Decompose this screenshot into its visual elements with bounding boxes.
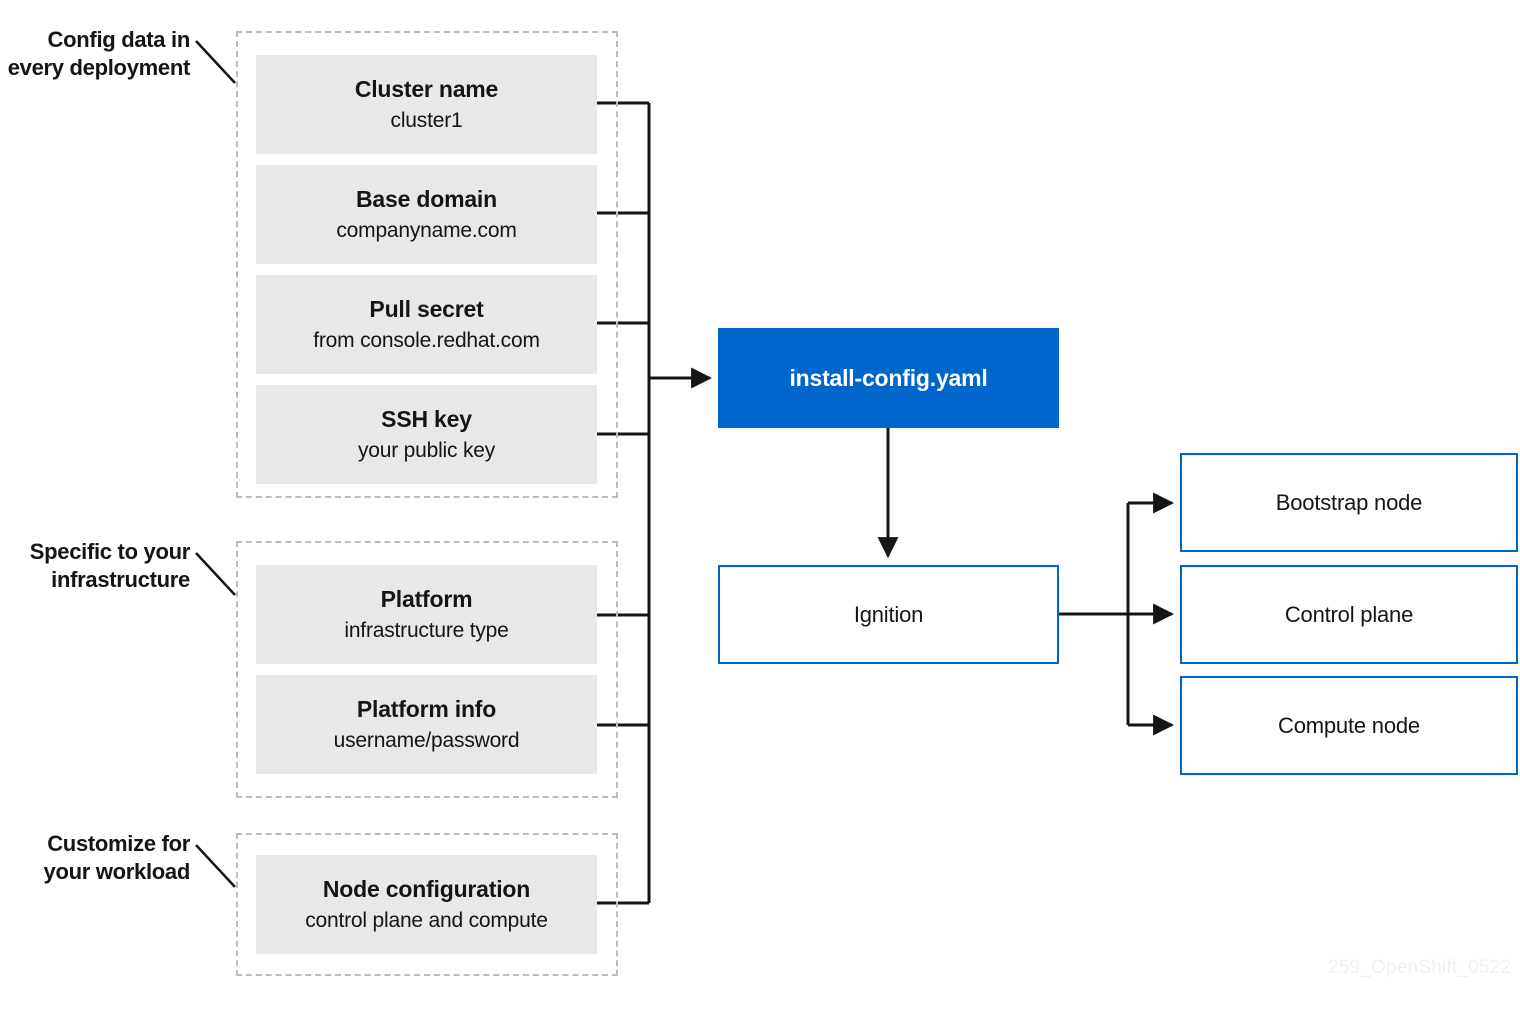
annotation-workload-line2: your workload [43, 859, 191, 885]
card-platform-info-title: Platform info [356, 695, 497, 722]
annotation-infrastructure-line2: infrastructure [51, 567, 190, 593]
card-base-domain-subtitle: companyname.com [336, 218, 517, 242]
card-platform-info[interactable]: Platform info username/password [256, 675, 597, 774]
control-plane-label: Control plane [1284, 601, 1414, 627]
card-platform[interactable]: Platform infrastructure type [256, 565, 597, 664]
ignition-box[interactable]: Ignition [718, 565, 1059, 664]
annotation-infrastructure-line1: Specific to your [29, 539, 191, 564]
annotation-config-data: Config data in every deployment [0, 26, 191, 82]
card-ssh-key-title: SSH key [381, 405, 472, 432]
card-base-domain-title: Base domain [356, 185, 497, 212]
compute-node-box[interactable]: Compute node [1180, 676, 1518, 775]
card-pull-secret-title: Pull secret [369, 295, 484, 322]
card-ssh-key-subtitle: your public key [357, 438, 496, 462]
card-base-domain[interactable]: Base domain companyname.com [256, 165, 597, 264]
bootstrap-node-label: Bootstrap node [1275, 489, 1423, 515]
card-platform-subtitle: infrastructure type [344, 618, 509, 642]
annotation-infrastructure: Specific to your infrastructure [0, 538, 191, 594]
group-workload [236, 833, 618, 976]
install-config-yaml-label: install-config.yaml [789, 364, 988, 391]
card-platform-info-subtitle: username/password [333, 728, 520, 752]
annotation-workload-line1: Customize for [47, 831, 190, 856]
ignition-label: Ignition [853, 601, 924, 627]
card-node-configuration-subtitle: control plane and compute [305, 908, 548, 932]
card-cluster-name-subtitle: cluster1 [390, 108, 463, 132]
card-cluster-name[interactable]: Cluster name cluster1 [256, 55, 597, 154]
card-platform-title: Platform [380, 585, 473, 612]
watermark-label: 259_OpenShift_0522 [1328, 957, 1512, 978]
install-config-yaml-box[interactable]: install-config.yaml [718, 328, 1059, 428]
card-pull-secret-subtitle: from console.redhat.com [313, 328, 540, 352]
compute-node-label: Compute node [1278, 712, 1420, 738]
group-config-data [236, 31, 618, 498]
card-node-configuration-title: Node configuration [322, 875, 531, 902]
card-node-configuration[interactable]: Node configuration control plane and com… [256, 855, 597, 954]
card-pull-secret[interactable]: Pull secret from console.redhat.com [256, 275, 597, 374]
group-infrastructure [236, 541, 618, 798]
annotation-config-data-line2: every deployment [7, 55, 191, 81]
card-cluster-name-title: Cluster name [354, 75, 499, 102]
card-ssh-key[interactable]: SSH key your public key [256, 385, 597, 484]
annotation-workload: Customize for your workload [0, 830, 191, 886]
control-plane-box[interactable]: Control plane [1180, 565, 1518, 664]
bootstrap-node-box[interactable]: Bootstrap node [1180, 453, 1518, 552]
annotation-config-data-line1: Config data in [47, 27, 191, 52]
